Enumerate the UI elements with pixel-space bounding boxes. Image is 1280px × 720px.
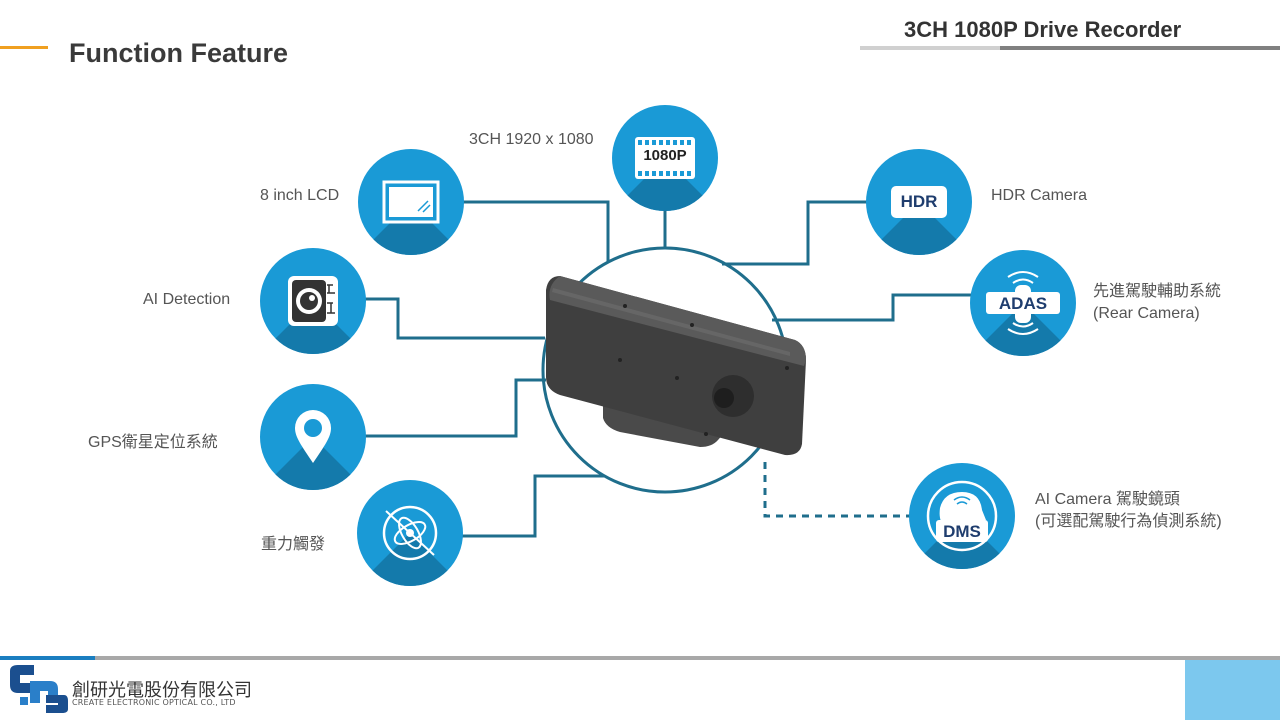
feature-hdr-circle: HDR bbox=[866, 149, 972, 255]
product-title: 3CH 1080P Drive Recorder bbox=[904, 17, 1182, 42]
connector-lcd bbox=[462, 200, 610, 262]
connector-gsensor bbox=[461, 474, 604, 538]
connector-dms bbox=[763, 462, 910, 518]
feature-dms-circle: DMS bbox=[909, 463, 1015, 569]
connector-gps bbox=[363, 378, 546, 438]
product-title-rule bbox=[860, 46, 1000, 50]
feature-adas-label: 先進駕駛輔助系統 (Rear Camera) bbox=[1093, 281, 1221, 325]
adas-car-sensor-icon: ADAS bbox=[986, 271, 1060, 335]
feature-1080p-circle: 1080P bbox=[612, 105, 718, 211]
feature-gps-label: GPS衛星定位系統 bbox=[88, 434, 218, 451]
feature-gsensor-label: 重力觸發 bbox=[261, 536, 326, 553]
feature-lcd-circle bbox=[358, 149, 464, 255]
title-accent-line bbox=[0, 46, 48, 49]
connector-adas bbox=[772, 293, 972, 322]
feature-gsensor-circle bbox=[357, 480, 463, 586]
dms-driver-head-icon: DMS bbox=[926, 480, 998, 552]
feature-lcd-label: 8 inch LCD bbox=[260, 187, 340, 204]
lcd-monitor-icon bbox=[382, 180, 440, 224]
company-name-en: CREATE ELECTRONIC OPTICAL CO., LTD bbox=[72, 698, 236, 707]
footer-color-block bbox=[1185, 660, 1280, 720]
adas-badge-text: ADAS bbox=[999, 294, 1047, 313]
footer-rule bbox=[95, 656, 1280, 660]
feature-adas-label-line2: (Rear Camera) bbox=[1093, 305, 1200, 322]
feature-dms-label: AI Camera 駕駛鏡頭 (可選配駕駛行為偵測系統) bbox=[1035, 489, 1222, 533]
feature-dms-label-line1: AI Camera 駕駛鏡頭 bbox=[1035, 491, 1180, 508]
feature-adas-circle: ADAS bbox=[970, 250, 1076, 356]
company-logo-icon bbox=[10, 665, 68, 713]
feature-adas-label-line1: 先進駕駛輔助系統 bbox=[1093, 283, 1222, 300]
feature-ai-circle bbox=[260, 248, 366, 354]
feature-dms-label-line2: (可選配駕駛行為偵測系統) bbox=[1035, 513, 1222, 530]
dashcam-device bbox=[546, 276, 806, 456]
film-strip-icon: 1080P bbox=[635, 137, 695, 179]
product-title-rule-dark bbox=[1000, 46, 1280, 50]
feature-hdr-label: HDR Camera bbox=[991, 187, 1088, 204]
hdr-badge-icon: HDR bbox=[891, 186, 947, 218]
ai-eye-chip-icon bbox=[288, 276, 338, 326]
connector-hdr bbox=[722, 200, 868, 266]
map-pin-icon bbox=[295, 410, 331, 463]
dms-badge-text: DMS bbox=[943, 522, 981, 541]
feature-resolution-label: 3CH 1920 x 1080 bbox=[469, 131, 594, 148]
feature-ai-label: AI Detection bbox=[143, 291, 231, 308]
footer-rule-accent bbox=[0, 656, 95, 660]
connector-ai bbox=[365, 297, 545, 340]
resolution-badge-text: 1080P bbox=[643, 147, 687, 164]
page-title: Function Feature bbox=[69, 38, 289, 68]
feature-gps-circle bbox=[260, 384, 366, 490]
company-name-cn: 創研光電股份有限公司 bbox=[72, 680, 252, 701]
gravity-sensor-icon bbox=[382, 505, 438, 561]
